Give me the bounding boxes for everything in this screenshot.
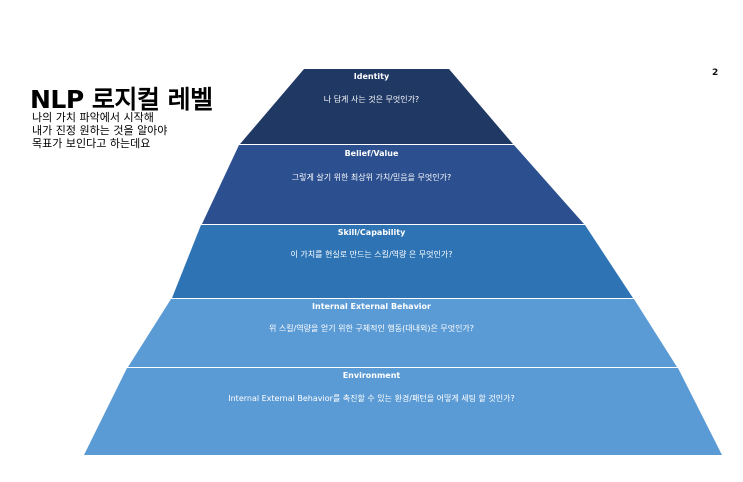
pyramid-level-environment-name: Environment: [342, 371, 401, 380]
pyramid-level-behavior-name: Internal External Behavior: [312, 302, 431, 311]
pyramid-level-identity: Identity 나 답게 사는 것은 무엇인가?: [0, 69, 743, 144]
pyramid-level-belief-value: Belief/Value 그렇게 살기 위한 최상위 가치/믿음을 무엇인가?: [0, 145, 743, 224]
pyramid-level-behavior-fill: [128, 299, 677, 367]
pyramid-level-identity-question: 나 답게 사는 것은 무엇인가?: [323, 95, 420, 104]
pyramid-level-behavior: Internal External Behavior 위 스킬/역량을 얻기 위…: [0, 299, 743, 367]
pyramid-level-environment: Environment Internal External Behavior를 …: [0, 368, 743, 455]
pyramid-level-environment-question: Internal External Behavior를 촉진할 수 있는 환경/…: [228, 394, 515, 403]
pyramid-level-environment-shape: [84, 368, 722, 455]
pyramid-level-belief-value-question: 그렇게 살기 위한 최상위 가치/믿음을 무엇인가?: [291, 173, 452, 182]
pyramid-level-identity-name: Identity: [353, 72, 390, 81]
pyramid-level-identity-fill: [240, 69, 513, 144]
subtitle-line: 목표가 보인다고 하는데요: [32, 137, 151, 150]
pyramid-level-behavior-shape: [128, 299, 677, 367]
subtitle-line: 나의 가치 파악에서 시작해: [32, 111, 154, 124]
page-title: NLP 로지컬 레벨: [30, 85, 213, 114]
pyramid-level-identity-shape: [240, 69, 513, 144]
pyramid-level-environment-fill: [84, 368, 722, 455]
pyramid-level-belief-value-fill: [202, 145, 584, 224]
pyramid-level-skill-capability-shape: [172, 225, 633, 298]
pyramid-level-skill-capability-name: Skill/Capability: [337, 228, 406, 237]
pyramid-level-behavior-question: 위 스킬/역량을 얻기 위한 구체적인 행동(대내외)은 무엇인가?: [268, 324, 475, 333]
subtitle: 나의 가치 파악에서 시작해 내가 진정 원하는 것을 알아야 목표가 보인다고…: [32, 111, 167, 150]
pyramid-level-skill-capability-fill: [172, 225, 633, 298]
subtitle-line: 내가 진정 원하는 것을 알아야: [32, 124, 168, 137]
pyramid-level-belief-value-shape: [202, 145, 584, 224]
pyramid-level-skill-capability: Skill/Capability 이 가치를 현실로 만드는 스킬/역량 은 무…: [0, 225, 743, 298]
pyramid-level-belief-value-name: Belief/Value: [344, 149, 399, 158]
slide-number: 2: [712, 68, 719, 78]
pyramid-level-skill-capability-question: 이 가치를 현실로 만드는 스킬/역량 은 무엇인가?: [290, 250, 453, 259]
